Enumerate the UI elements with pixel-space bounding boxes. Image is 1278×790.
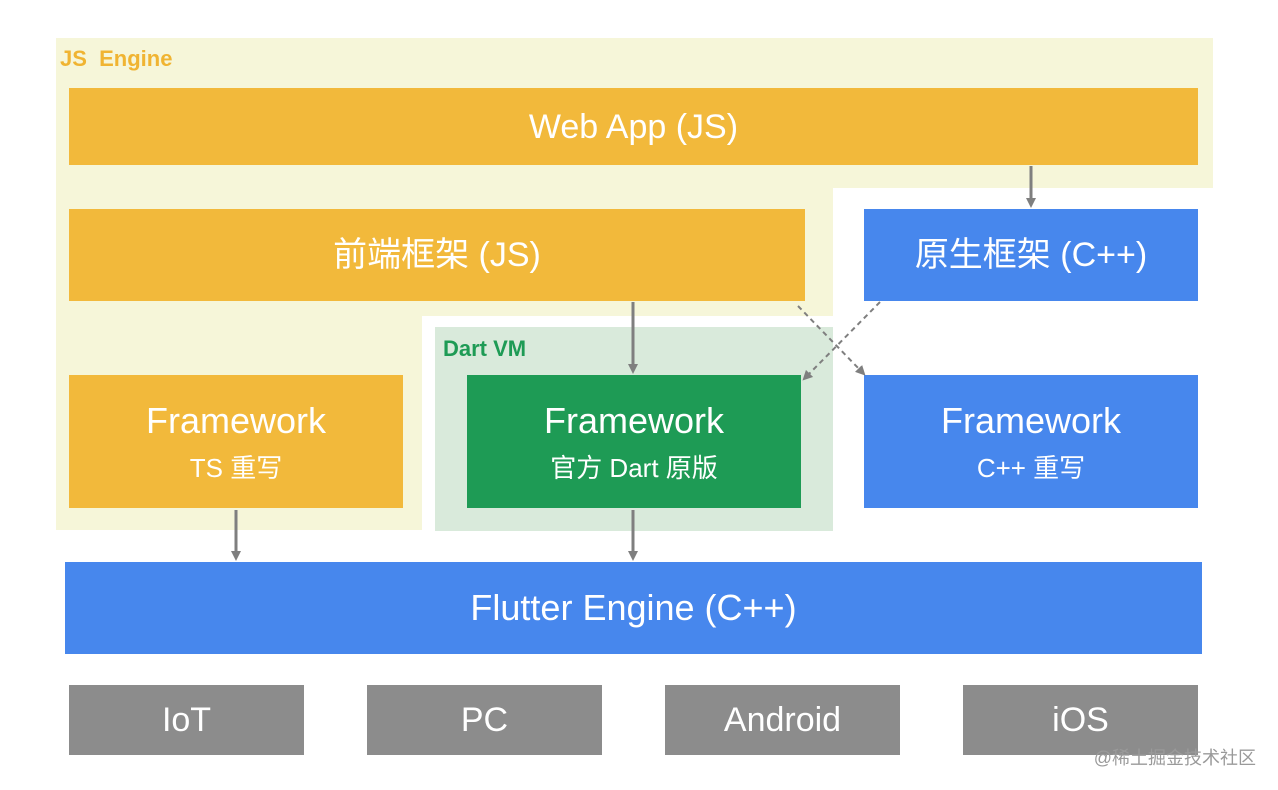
- native-framework-title: 原生框架 (C++): [914, 236, 1148, 274]
- flutter-engine-title: Flutter Engine (C++): [470, 587, 797, 628]
- framework-dart-box: Framework 官方 Dart 原版: [467, 375, 801, 508]
- web-app-box: Web App (JS): [69, 88, 1198, 165]
- framework-dart-title: Framework: [543, 399, 725, 441]
- framework-ts-title: Framework: [145, 399, 327, 441]
- dart-vm-label: Dart VM: [443, 336, 527, 361]
- arrow-native-to-dart: [802, 301, 881, 381]
- platform-android: Android: [665, 685, 900, 755]
- platform-pc: PC: [367, 685, 602, 755]
- framework-ts-subtitle: TS 重写: [189, 452, 283, 483]
- platform-iot: IoT: [69, 685, 304, 755]
- frontend-framework-title: 前端框架 (JS): [333, 236, 541, 274]
- framework-dart-subtitle: 官方 Dart 原版: [550, 452, 718, 483]
- platform-label: IoT: [161, 700, 212, 739]
- framework-cpp-title: Framework: [940, 399, 1122, 441]
- arrow-frontend-to-cpp: [797, 305, 866, 376]
- flutter-engine-box: Flutter Engine (C++): [65, 562, 1202, 654]
- frontend-framework-box: 前端框架 (JS): [69, 209, 805, 301]
- platform-label: Android: [723, 700, 842, 739]
- watermark: @稀土掘金技术社区: [1093, 748, 1256, 768]
- platform-ios: iOS: [963, 685, 1198, 755]
- js-engine-label: JS Engine: [60, 46, 173, 71]
- framework-ts-box: Framework TS 重写: [69, 375, 403, 508]
- framework-cpp-box: Framework C++ 重写: [864, 375, 1198, 508]
- native-framework-box: 原生框架 (C++): [864, 209, 1198, 301]
- framework-cpp-subtitle: C++ 重写: [976, 452, 1086, 483]
- web-app-title: Web App (JS): [528, 107, 739, 146]
- platform-label: PC: [460, 700, 509, 739]
- platform-label: iOS: [1052, 700, 1109, 739]
